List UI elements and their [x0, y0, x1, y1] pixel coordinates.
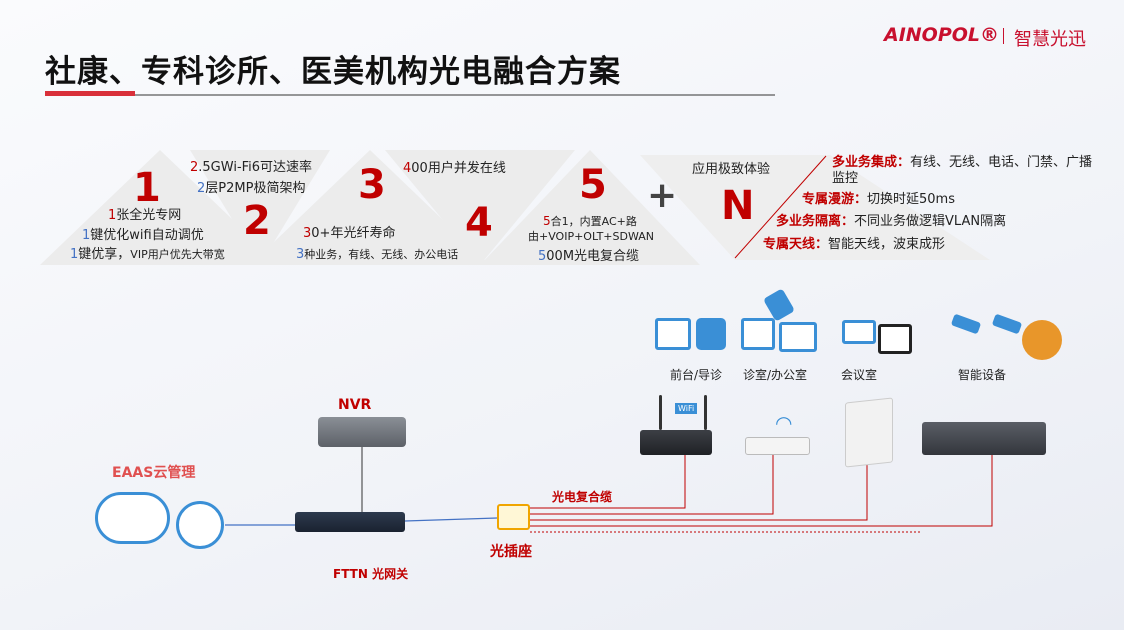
plus-sign: + [647, 175, 678, 216]
feature-2-line-2: 2层P2MP极简架构 [197, 181, 306, 196]
feature-n-item-4: 专属天线：智能天线，波束成形 [763, 237, 946, 252]
computer-icon [779, 322, 817, 352]
wifi-signal-icon: ◠ [775, 411, 793, 435]
cloud-icon [95, 492, 170, 544]
feature-2-number: 2 [243, 198, 271, 244]
feature-n-number: N [721, 183, 755, 229]
feature-n-item-1: 多业务集成：有线、无线、电话、门禁、广播 [832, 155, 1093, 170]
wifi-router-device [745, 437, 810, 455]
poe-switch-device [922, 422, 1046, 455]
feature-1-number: 1 [133, 165, 161, 211]
antenna-right [704, 395, 707, 430]
tablet-icon [696, 318, 726, 350]
feature-5-line-1: 5合1，内置AC+路 [543, 214, 637, 228]
scene-label-clinic-office: 诊室/办公室 [743, 368, 808, 382]
globe-icon [176, 501, 224, 549]
feature-5-line-3: 500M光电复合缆 [538, 249, 640, 264]
door-access-icon [1022, 320, 1062, 360]
feature-4-number: 4 [465, 200, 493, 246]
cable-label: 光电复合缆 [552, 490, 613, 504]
scene-label-smart-devices: 智能设备 [958, 368, 1007, 382]
brand-logo: AINOPOL® [884, 24, 1000, 46]
laptop-icon [842, 320, 876, 344]
scene-label-reception: 前台/导诊 [670, 368, 723, 382]
socket-label: 光插座 [490, 544, 532, 560]
feature-2-line-1: 2.5GWi-Fi6可达速率 [190, 160, 313, 175]
scene-label-meeting-room: 会议室 [841, 368, 878, 382]
router-device [640, 430, 712, 455]
logo-divider [1003, 28, 1004, 44]
antenna-left [659, 395, 662, 430]
nvr-label: NVR [338, 397, 372, 413]
feature-n-item-3: 多业务隔离：不同业务做逻辑VLAN隔离 [776, 214, 1007, 229]
feature-5-number: 5 [579, 162, 607, 208]
feature-1-line-2: 1键优化wifi自动调优 [82, 228, 204, 243]
office-phone-icon [741, 318, 775, 350]
feature-5-line-2: 由+VOIP+OLT+SDWAN [528, 230, 654, 243]
feature-1-line-3: 1键优享，VIP用户优先大带宽 [70, 247, 225, 262]
phone-icon [655, 318, 691, 350]
feature-1-line-1: 1张全光专网 [108, 208, 182, 223]
feature-n-heading: 应用极致体验 [692, 162, 771, 177]
fttn-gateway-device [295, 512, 405, 532]
wifi-badge: WiFi [675, 403, 698, 414]
feature-3-line-1: 30+年光纤寿命 [303, 226, 396, 241]
feature-n-item-1-cont: 监控 [832, 171, 859, 186]
feature-3-number: 3 [358, 162, 386, 208]
ceiling-ap-device [845, 397, 893, 468]
gateway-label: FTTN 光网关 [333, 567, 409, 581]
optical-socket-icon [497, 504, 530, 530]
feature-n-item-2: 专属漫游：切换时延50ms [802, 192, 955, 207]
feature-3-line-2: 3种业务，有线、无线、办公电话 [296, 247, 459, 262]
nvr-device [318, 417, 406, 447]
cloud-label: EAAS云管理 [112, 465, 196, 481]
feature-4-line-1: 400用户并发在线 [403, 161, 506, 176]
presentation-board-icon [878, 324, 912, 354]
brand-slogan: 智慧光迅 [1014, 29, 1086, 50]
page-title: 社康、专科诊所、医美机构光电融合方案 [45, 54, 621, 90]
